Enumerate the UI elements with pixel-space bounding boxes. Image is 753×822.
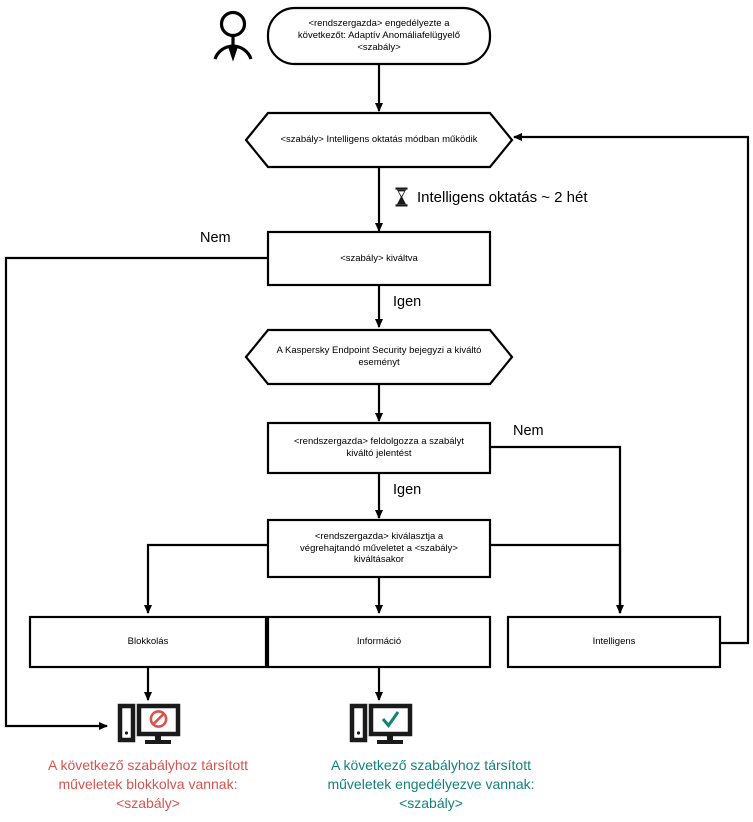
monitor-blocked-icon — [117, 703, 181, 744]
edge-label-triggered-yes: Igen — [393, 294, 422, 310]
smart-training-hexagon — [244, 111, 514, 169]
monitor-allowed-icon — [349, 703, 413, 744]
action-smart-box — [506, 615, 722, 669]
hourglass-icon — [395, 187, 408, 207]
kes-log-hexagon — [244, 328, 514, 386]
edge-label-report-no: Nem — [513, 423, 544, 439]
edge-select-to-block — [144, 543, 268, 614]
edge-report-no — [490, 445, 624, 614]
smart-training-timer: Intelligens oktatás ~ 2 hét — [394, 187, 588, 207]
edge-triggered-no-loop — [4, 256, 268, 730]
edge-label-triggered-no: Nem — [200, 230, 231, 246]
edge-select-to-smart — [490, 543, 622, 613]
rule-triggered-box — [266, 230, 492, 287]
edge-label-report-yes: Igen — [393, 482, 422, 498]
timer-label: Intelligens oktatás ~ 2 hét — [417, 188, 588, 206]
start-node-shape — [266, 6, 492, 66]
admin-select-action-box — [266, 518, 492, 579]
action-info-box — [266, 615, 492, 669]
admin-report-box — [266, 421, 492, 475]
edge-smart-feedback-loop — [513, 133, 750, 645]
person-icon — [213, 10, 253, 62]
action-block-box — [28, 615, 268, 669]
